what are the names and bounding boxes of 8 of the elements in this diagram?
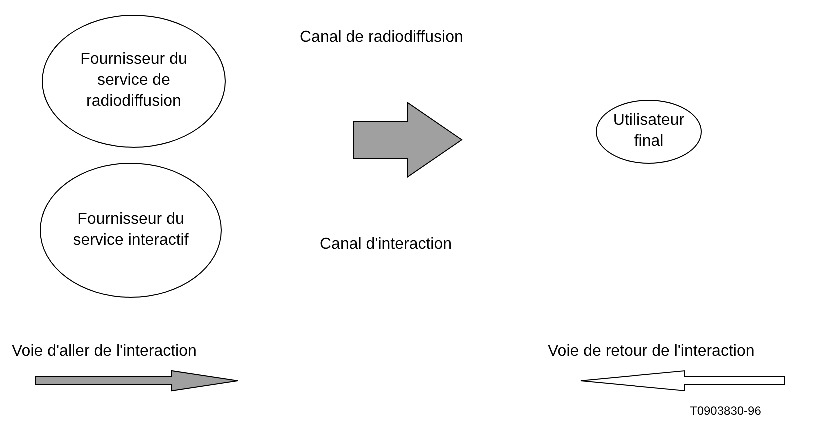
figure-id: T0903830-96 <box>690 403 762 420</box>
legend-label: Voie de retour de l'interaction <box>548 342 755 362</box>
node-label: Utilisateur final <box>612 111 686 152</box>
legend-label: Voie d'aller de l'interaction <box>12 342 197 362</box>
node-label: Fournisseur du service de radiodiffusion <box>80 50 188 112</box>
node-label: Fournisseur du service interactif <box>72 210 190 250</box>
channel-label: Canal d'interaction <box>320 235 452 255</box>
channel-label: Canal de radiodiffusion <box>300 28 464 48</box>
